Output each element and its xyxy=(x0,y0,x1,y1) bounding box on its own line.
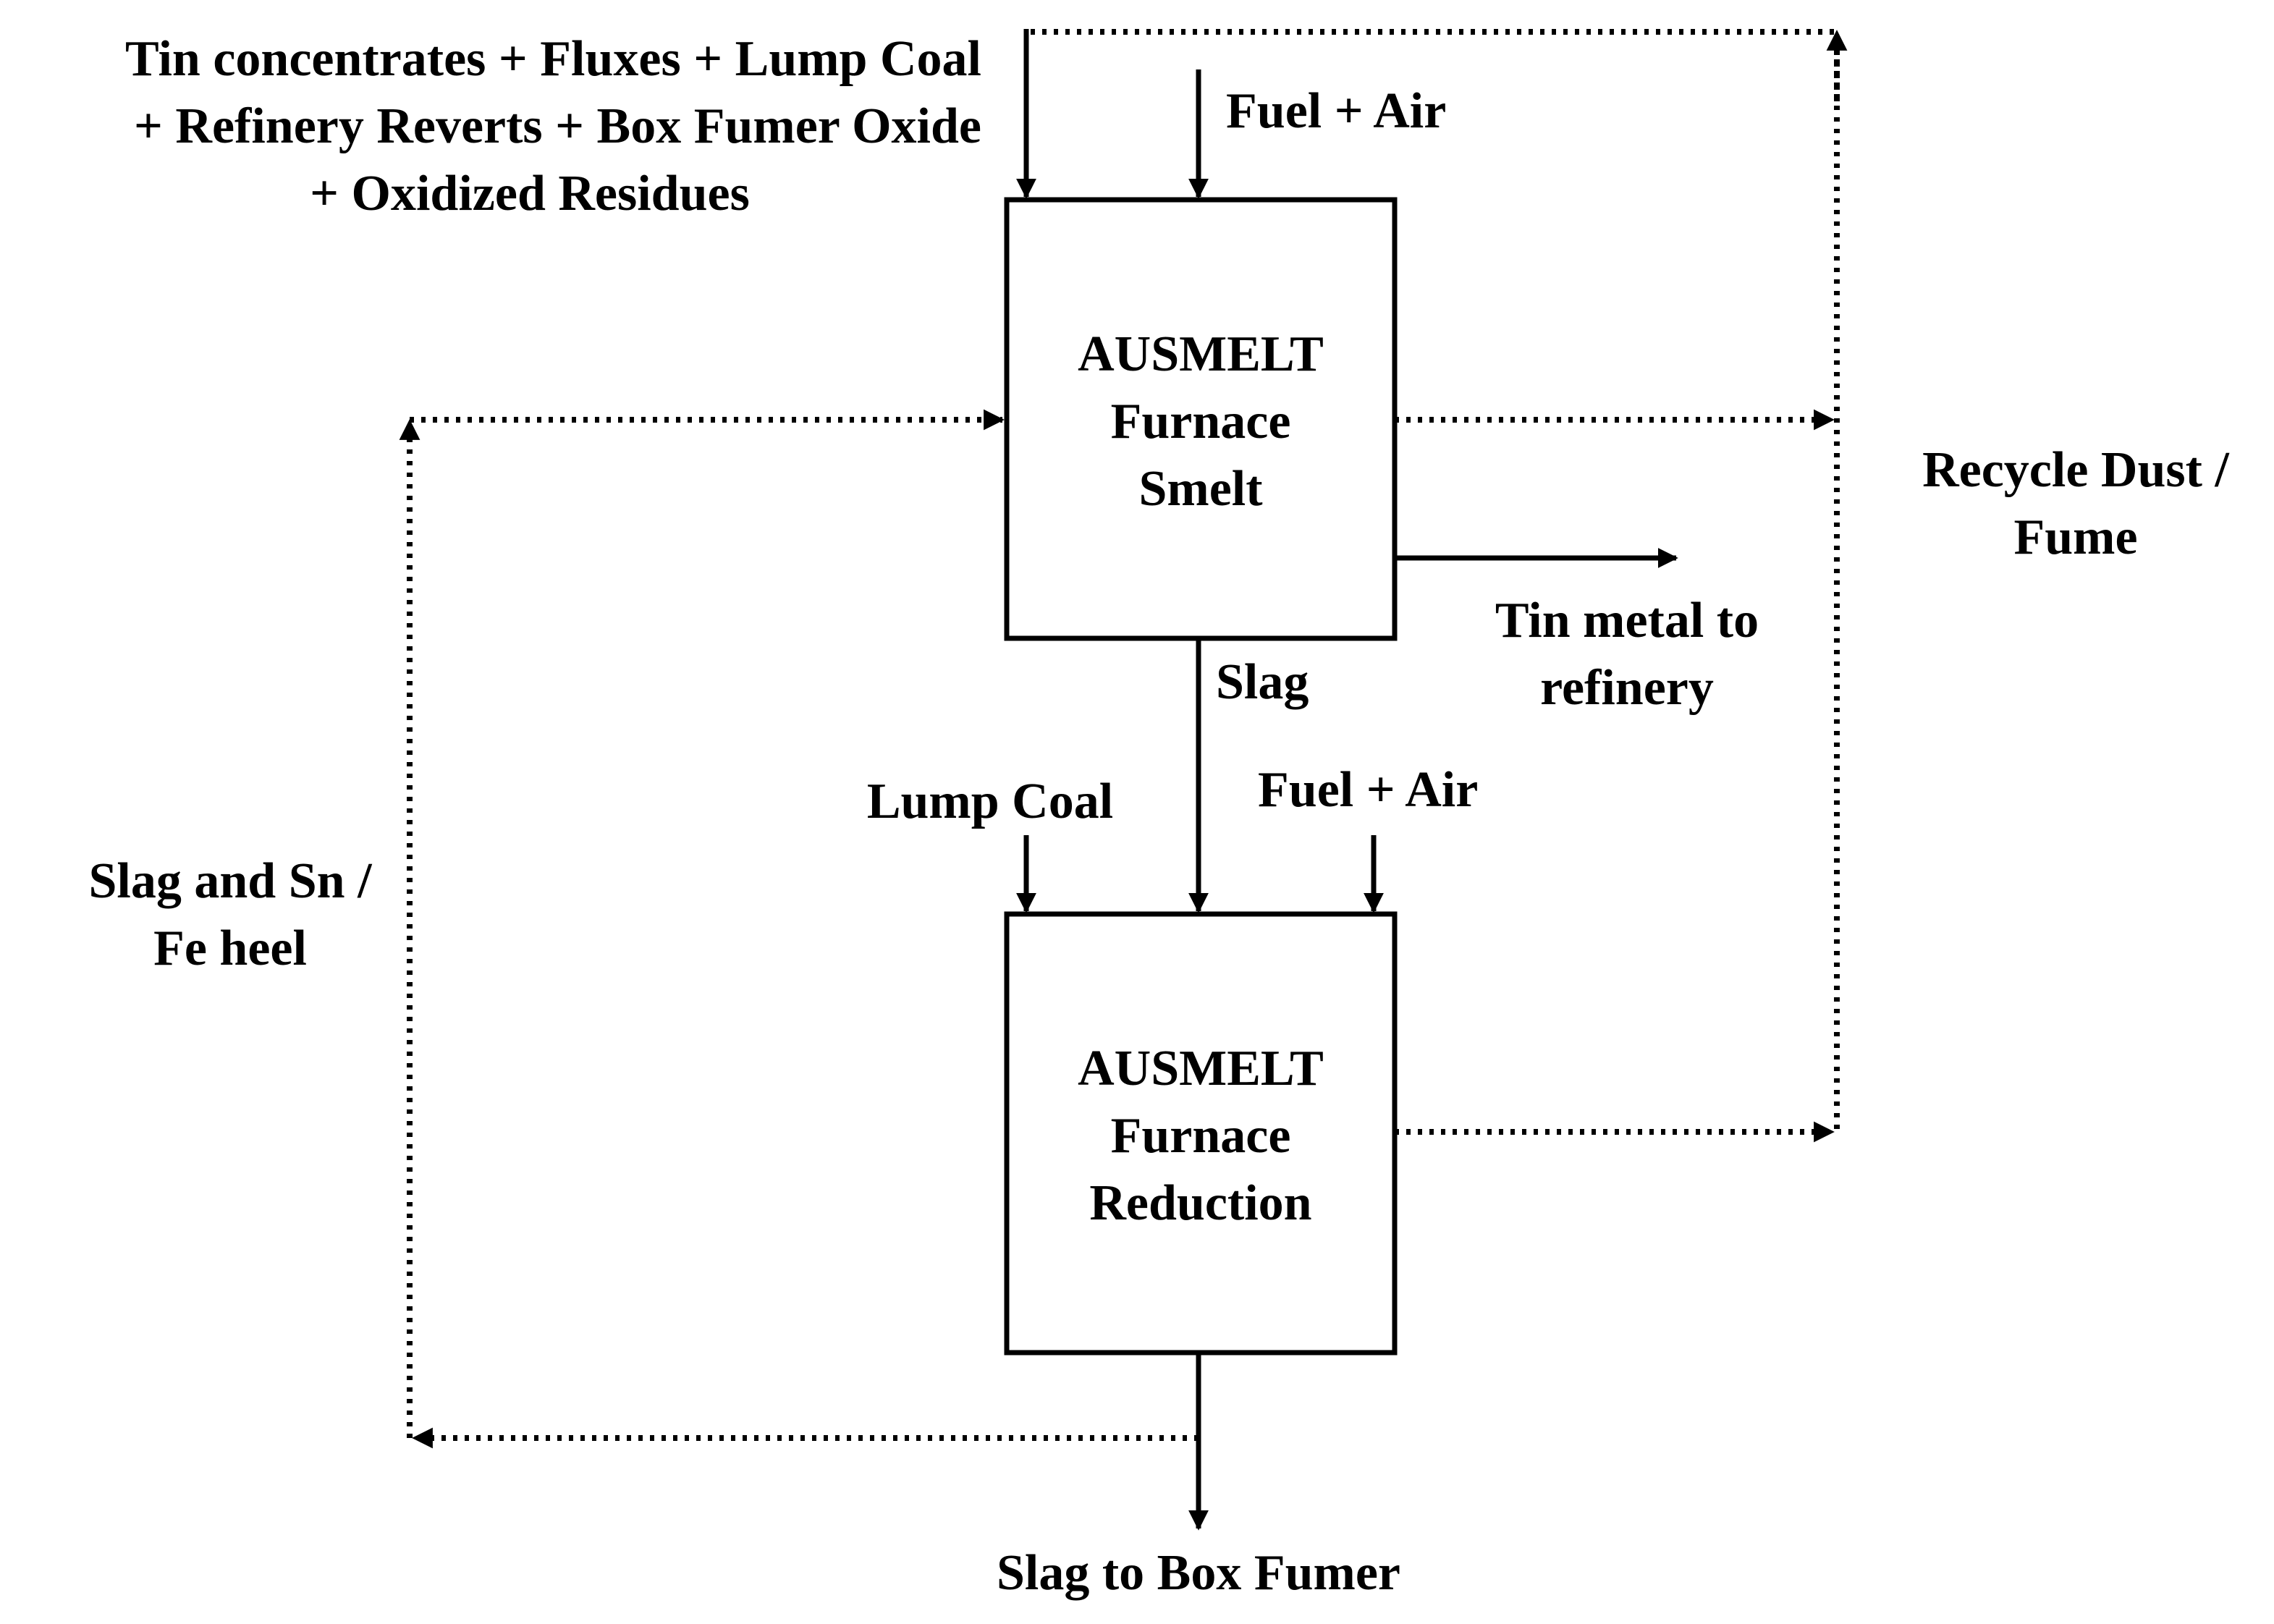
slag-heel-label-line2: Fe heel xyxy=(153,921,307,976)
smelt-label-line3: Smelt xyxy=(1138,461,1262,517)
slag-out-label: Slag to Box Fumer xyxy=(997,1545,1400,1601)
recycle-label-line1: Recycle Dust / xyxy=(1922,442,2230,498)
feed-label-line2: + Refinery Reverts + Box Fumer Oxide xyxy=(134,98,981,154)
tin-metal-label-line2: refinery xyxy=(1540,660,1714,716)
lump-coal-label: Lump Coal xyxy=(867,774,1113,829)
smelt-label-line2: Furnace xyxy=(1111,394,1291,449)
feed-label: Tin concentrates + Fluxes + Lump Coal + … xyxy=(125,31,981,221)
recycle-return-line xyxy=(1031,29,1840,1132)
feed-label-line1: Tin concentrates + Fluxes + Lump Coal xyxy=(125,31,981,87)
smelt-label-line1: AUSMELT xyxy=(1078,326,1324,382)
slag-label: Slag xyxy=(1216,654,1309,710)
fuel-air-top-label: Fuel + Air xyxy=(1226,83,1446,139)
smelt-furnace-box xyxy=(1004,197,1398,641)
smelt-furnace-node: AUSMELT Furnace Smelt xyxy=(1004,197,1398,641)
reduction-label-line3: Reduction xyxy=(1089,1175,1311,1231)
reduction-label-line1: AUSMELT xyxy=(1078,1041,1324,1096)
tin-metal-label-line1: Tin metal to xyxy=(1495,593,1759,648)
reduction-furnace-box xyxy=(1004,911,1398,1356)
reduction-furnace-node: AUSMELT Furnace Reduction xyxy=(1004,911,1398,1356)
recycle-label-line2: Fume xyxy=(2013,509,2137,565)
slag-heel-label-line1: Slag and Sn / xyxy=(88,853,373,909)
reduction-label-line2: Furnace xyxy=(1111,1108,1291,1164)
feed-label-line3: + Oxidized Residues xyxy=(310,166,750,221)
fuel-air-bottom-label: Fuel + Air xyxy=(1258,762,1478,818)
